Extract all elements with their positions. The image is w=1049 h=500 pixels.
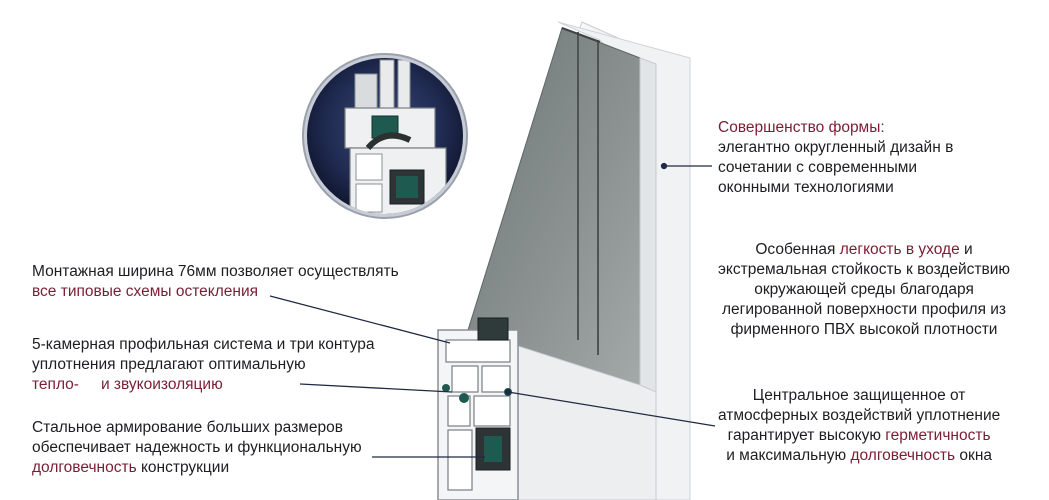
callout-mounting-width: Монтажная ширина 76мм позволяет осуществ…	[32, 262, 399, 302]
callout-steel-highlight: долговечность	[32, 459, 137, 476]
magnified-profile-lens	[302, 53, 468, 219]
window-sash-illustration	[454, 21, 691, 500]
callout-chambers-line: 5-камерная профильная система и три конт…	[32, 336, 375, 353]
callout-care-text: и	[959, 241, 973, 258]
callout-chambers-highlight: тепло-	[32, 376, 79, 393]
callout-easy-care: Особенная легкость в уходе и экстремальн…	[718, 240, 1010, 340]
callout-care-line: окружающей среды благодаря	[754, 281, 974, 298]
callout-steel-line: Стальное армирование больших размеров	[32, 419, 343, 436]
callout-five-chamber: 5-камерная профильная система и три конт…	[32, 335, 375, 395]
callout-seal-line: атмосферных воздействий уплотнение	[718, 407, 1001, 424]
callout-width-line: Монтажная ширина 76мм позволяет осуществ…	[32, 263, 399, 280]
callout-width-highlight: все типовые схемы остекления	[32, 283, 259, 300]
callout-form-line: оконными технологиями	[718, 179, 894, 196]
callout-steel-text: конструкции	[136, 459, 230, 476]
callout-chambers-line: уплотнения предлагают оптимальную	[32, 356, 306, 373]
callout-form-line: сочетании с современными	[718, 159, 918, 176]
callout-form-perfection: Совершенство формы: элегантно округленны…	[718, 118, 953, 198]
callout-care-line: фирменного ПВХ высокой плотности	[730, 321, 998, 338]
callout-central-seal: Центральное защищенное от атмосферных во…	[718, 386, 1000, 466]
callout-seal-text: гарантирует высокую	[727, 427, 886, 444]
callout-seal-text: окна	[955, 447, 992, 464]
callout-form-line: элегантно округленный дизайн в	[718, 139, 954, 156]
leader-seal	[507, 391, 716, 427]
callout-seal-highlight: герметичность	[885, 427, 991, 444]
leader-chambers	[299, 383, 453, 393]
callout-seal-highlight: долговечность	[850, 447, 956, 464]
callout-care-text: Особенная	[755, 241, 840, 258]
profile-cross-section	[437, 317, 519, 500]
callout-care-line: экстремальная стойкость к воздействию	[718, 261, 1011, 278]
callout-seal-line: Центральное защищенное от	[752, 387, 966, 404]
callout-steel-reinforcement: Стальное армирование больших размеров об…	[32, 418, 362, 478]
callout-chambers-highlight: и звукоизоляцию	[100, 376, 223, 393]
callout-care-line: легированной поверхности профиля из	[722, 301, 1007, 318]
callout-steel-line: обеспечивает надежность и функциональную	[32, 439, 362, 456]
callout-care-highlight: легкость в уходе	[839, 241, 960, 258]
callout-seal-text: и максимальную	[726, 447, 851, 464]
leader-lines	[269, 162, 716, 458]
callout-form-title: Совершенство формы:	[718, 119, 885, 136]
leader-width	[269, 295, 451, 344]
